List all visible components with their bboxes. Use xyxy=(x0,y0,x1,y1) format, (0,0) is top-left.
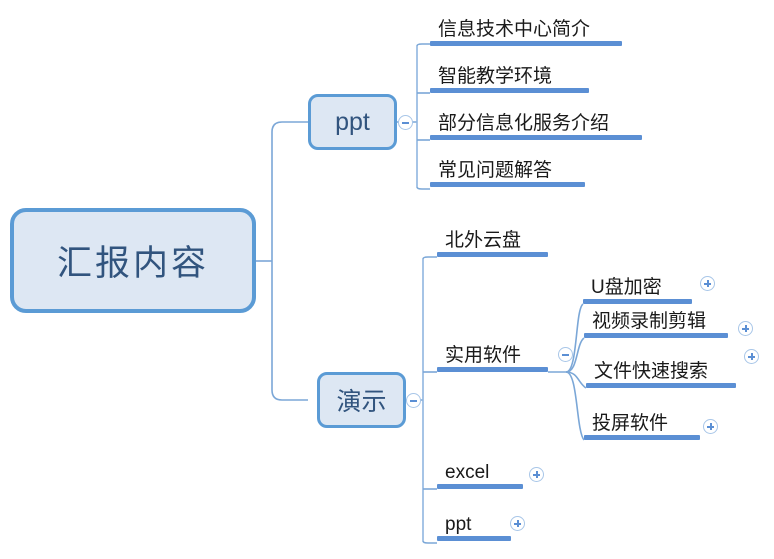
branch-node-ppt[interactable]: ppt xyxy=(308,94,397,150)
topic-label: 视频录制剪辑 xyxy=(592,311,707,332)
topic-label: 文件快速搜索 xyxy=(594,361,709,382)
link-root-yanshi xyxy=(271,261,308,401)
expand-icon-video-record[interactable] xyxy=(738,321,753,336)
topic-yanshi-child-4[interactable]: ppt xyxy=(437,509,511,541)
link-ppt-c1 xyxy=(416,43,430,47)
collapse-icon-shiyong-ruanjian[interactable] xyxy=(558,347,573,362)
root-node-label: 汇报内容 xyxy=(56,244,209,283)
topic-label: 信息技术中心简介 xyxy=(438,19,591,40)
topic-underline xyxy=(430,41,622,46)
topic-ppt-child-2[interactable]: 智能教学环境 xyxy=(430,61,589,93)
topic-ppt-child-3[interactable]: 部分信息化服务介绍 xyxy=(430,108,642,140)
topic-underline xyxy=(583,299,692,304)
topic-yanshi-child-3[interactable]: excel xyxy=(437,457,523,489)
expand-icon-file-search[interactable] xyxy=(744,349,759,364)
topic-yanshi-child-2[interactable]: 实用软件 xyxy=(437,340,548,372)
expand-icon-usb-encrypt[interactable] xyxy=(700,276,715,291)
branch-node-ppt-label: ppt xyxy=(335,107,370,136)
topic-underline xyxy=(430,135,642,140)
topic-software-leaf-2[interactable]: 视频录制剪辑 xyxy=(584,306,728,338)
topic-label: excel xyxy=(445,462,490,483)
topic-label: 智能教学环境 xyxy=(438,66,553,87)
topic-software-leaf-1[interactable]: U盘加密 xyxy=(583,272,692,304)
topic-yanshi-child-1[interactable]: 北外云盘 xyxy=(437,225,548,257)
topic-software-leaf-4[interactable]: 投屏软件 xyxy=(584,408,700,440)
branch-node-yanshi[interactable]: 演示 xyxy=(317,372,406,428)
link-yanshi-c1 xyxy=(422,256,437,260)
topic-label: 常见问题解答 xyxy=(438,160,553,181)
topic-underline xyxy=(584,435,700,440)
topic-underline xyxy=(437,252,548,257)
topic-underline xyxy=(586,383,736,388)
topic-underline xyxy=(437,536,511,541)
topic-underline xyxy=(584,333,728,338)
expand-icon-ppt-leaf[interactable] xyxy=(510,516,525,531)
link-soft-l2 xyxy=(565,337,585,373)
topic-ppt-child-4[interactable]: 常见问题解答 xyxy=(430,155,585,187)
topic-underline xyxy=(430,182,585,187)
link-soft-l1 xyxy=(565,303,584,373)
expand-icon-excel[interactable] xyxy=(529,467,544,482)
collapse-icon-yanshi[interactable] xyxy=(406,393,421,408)
link-root-ppt xyxy=(271,121,308,261)
link-ppt-c4 xyxy=(416,186,430,190)
topic-underline xyxy=(437,484,523,489)
link-yanshi-c4 xyxy=(422,540,437,544)
topic-underline xyxy=(430,88,589,93)
topic-label: 实用软件 xyxy=(445,345,522,366)
topic-ppt-child-1[interactable]: 信息技术中心简介 xyxy=(430,14,622,46)
topic-software-leaf-3[interactable]: 文件快速搜索 xyxy=(586,356,736,388)
collapse-icon-ppt[interactable] xyxy=(398,115,413,130)
topic-label: U盘加密 xyxy=(591,277,662,298)
link-soft-l4 xyxy=(565,371,585,441)
topic-underline xyxy=(437,367,548,372)
expand-icon-screen-cast[interactable] xyxy=(703,419,718,434)
topic-label: 投屏软件 xyxy=(592,413,669,434)
branch-node-yanshi-label: 演示 xyxy=(336,388,387,416)
topic-label: 部分信息化服务介绍 xyxy=(438,113,610,134)
topic-label: 北外云盘 xyxy=(445,230,522,251)
root-node[interactable]: 汇报内容 xyxy=(10,208,256,313)
topic-label: ppt xyxy=(445,514,472,535)
